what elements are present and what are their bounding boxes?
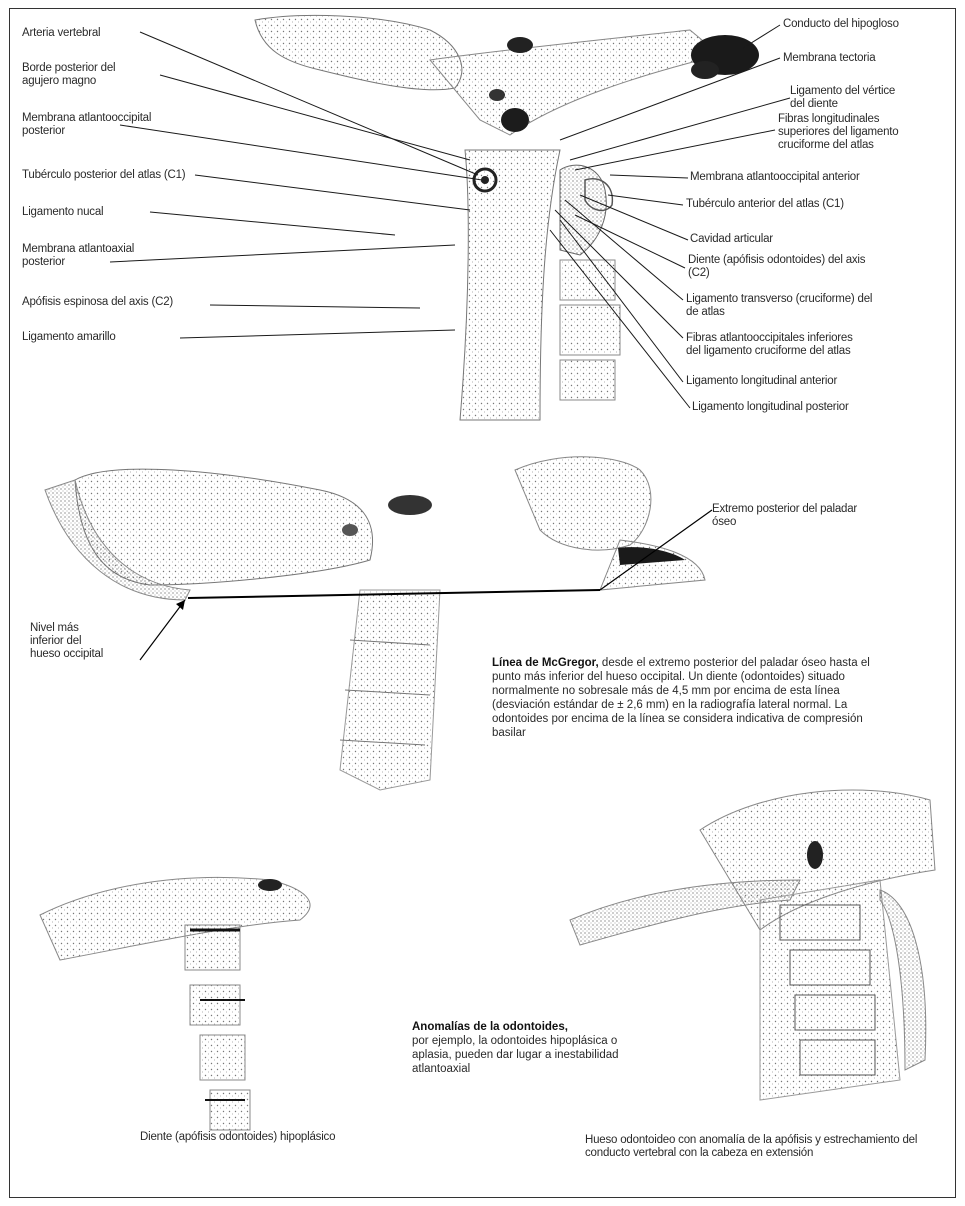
label-membrana-tectoria: Membrana tectoria bbox=[783, 52, 875, 65]
label-ligamento-nucal: Ligamento nucal bbox=[22, 206, 103, 219]
label-tuberculo-anterior-atlas: Tubérculo anterior del atlas (C1) bbox=[686, 198, 844, 211]
caption-mcgregor-body: desde el extremo posterior del paladar ó… bbox=[492, 657, 870, 739]
label-ligamento-longitudinal-anterior: Ligamento longitudinal anterior bbox=[686, 375, 837, 388]
label-ligamento-transverso: Ligamento transverso (cruciforme) del de… bbox=[686, 293, 872, 319]
label-membrana-atlantooccipital-anterior: Membrana atlantooccipital anterior bbox=[690, 171, 860, 184]
label-ligamento-vertice-diente: Ligamento del vértice del diente bbox=[790, 85, 895, 111]
label-borde-posterior-agujero-magno: Borde posterior del agujero magno bbox=[22, 62, 115, 88]
panel3-illustration bbox=[40, 790, 935, 1130]
caption-anomalias-body: por ejemplo, la odontoides hipoplásica o… bbox=[412, 1035, 619, 1075]
label-ligamento-longitudinal-posterior: Ligamento longitudinal posterior bbox=[692, 401, 849, 414]
label-conducto-hipogloso: Conducto del hipogloso bbox=[783, 18, 899, 31]
label-ligamento-amarillo: Ligamento amarillo bbox=[22, 331, 116, 344]
caption-mcgregor: Línea de McGregor, desde el extremo post… bbox=[492, 656, 892, 740]
label-tuberculo-posterior-atlas: Tubérculo posterior del atlas (C1) bbox=[22, 169, 185, 182]
label-fibras-longitudinales-superiores: Fibras longitudinales superiores del lig… bbox=[778, 113, 899, 152]
label-nivel-inferior-occipital: Nivel más inferior del hueso occipital bbox=[30, 622, 150, 661]
label-extremo-posterior-paladar: Extremo posterior del paladar óseo bbox=[712, 503, 932, 529]
label-cavidad-articular: Cavidad articular bbox=[690, 233, 773, 246]
label-membrana-atlantooccipital-posterior: Membrana atlantooccipital posterior bbox=[22, 112, 151, 138]
panel1-illustration bbox=[110, 15, 790, 420]
label-membrana-atlantoaxial-posterior: Membrana atlantoaxial posterior bbox=[22, 243, 134, 269]
label-apofisis-espinosa-axis: Apófisis espinosa del axis (C2) bbox=[22, 296, 173, 309]
label-hueso-odontoideo: Hueso odontoideo con anomalía de la apóf… bbox=[585, 1134, 930, 1160]
caption-anomalias-odontoides: Anomalías de la odontoides, por ejemplo, … bbox=[412, 1020, 627, 1076]
caption-mcgregor-title: Línea de McGregor, bbox=[492, 657, 599, 669]
label-diente-hipoplasico: Diente (apófisis odontoides) hipoplásico bbox=[140, 1131, 470, 1144]
label-arteria-vertebral: Arteria vertebral bbox=[22, 27, 100, 40]
caption-anomalias-title: Anomalías de la odontoides, bbox=[412, 1021, 568, 1033]
label-fibras-atlantooccipitales-inferiores: Fibras atlantooccipitales inferiores del… bbox=[686, 332, 853, 358]
label-diente-axis: Diente (apófisis odontoides) del axis (C… bbox=[688, 254, 865, 280]
